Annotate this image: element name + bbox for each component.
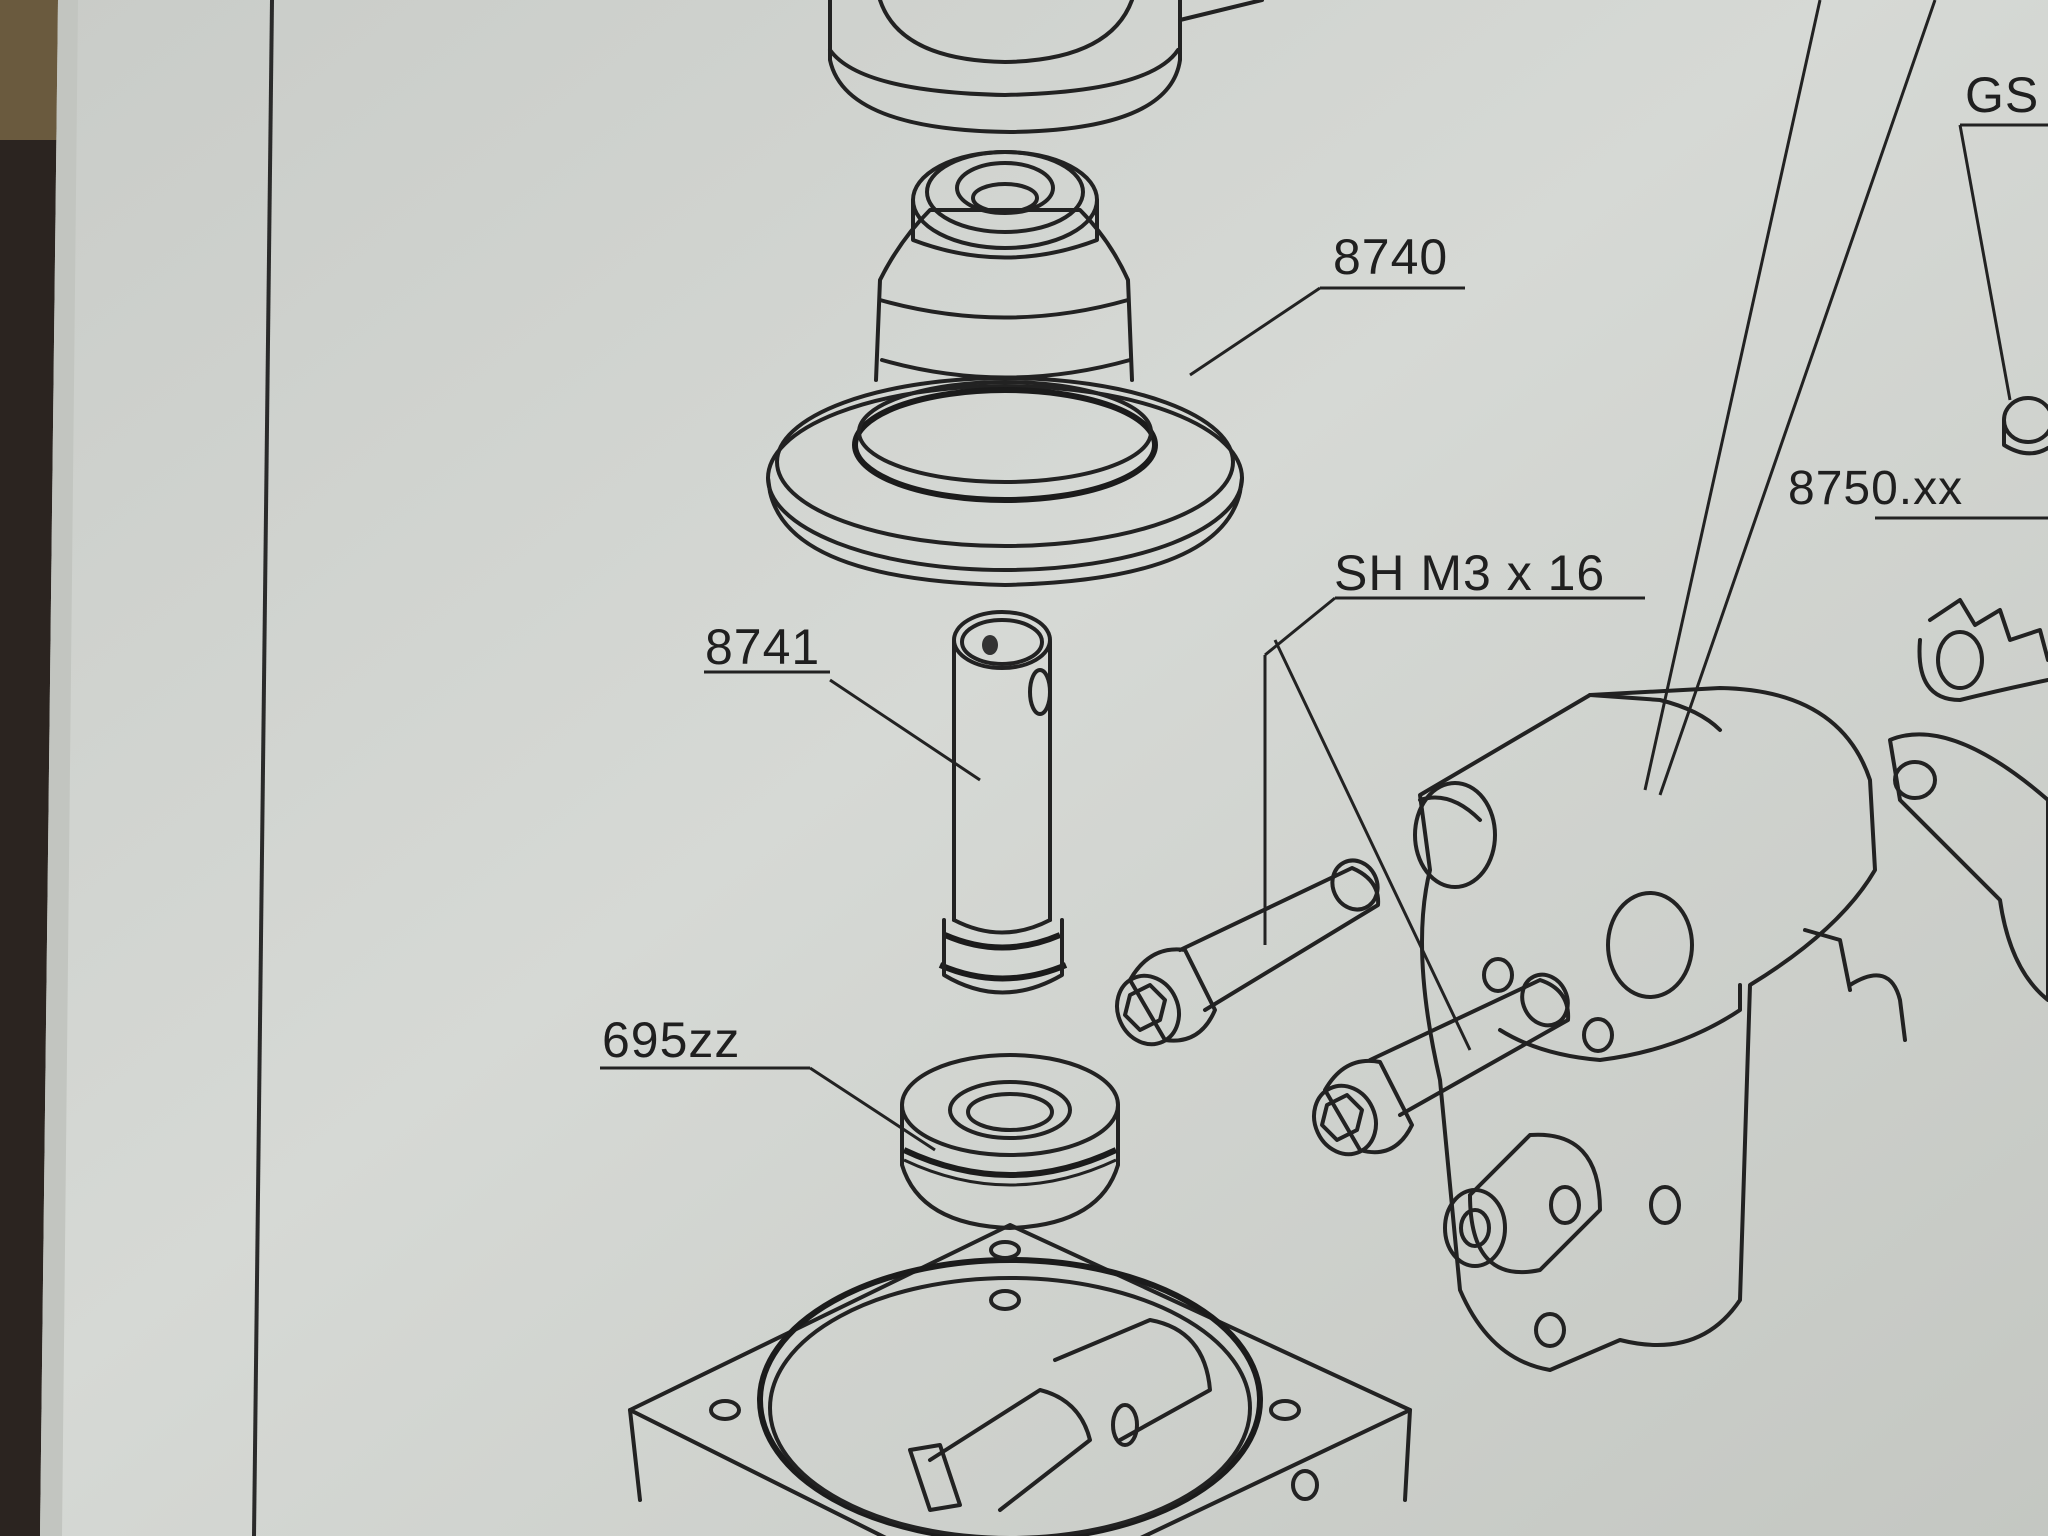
leader-screw-b [1273, 639, 1472, 1051]
leader-695zz [809, 1066, 936, 1152]
part-label-gs: GS [1965, 67, 2040, 123]
leader-gearbox-b [1658, 0, 1937, 796]
right-edge-parts-drawing [1875, 123, 2048, 1002]
paper-edge-strip [40, 0, 78, 1536]
leader-8741 [829, 678, 981, 782]
bottom-housing-drawing [628, 1223, 1412, 1536]
part-label-8740: 8740 [1333, 229, 1449, 285]
bearing-drawing [900, 1053, 1120, 1230]
part-label-695zz: 695zz [602, 1012, 741, 1068]
top-bearing-drawing [828, 0, 1264, 134]
part-label-8750xx: 8750.xx [1788, 462, 1964, 515]
leader-screw-hook [1264, 596, 1336, 657]
leader-8740 [1189, 286, 1321, 377]
leader-gearbox-a [1643, 0, 1822, 791]
cone-shield-drawing [766, 150, 1244, 587]
frame-border-line [252, 0, 274, 1536]
screws-drawing [1115, 858, 1571, 1157]
part-label-screw-spec: SH M3 x 16 [1334, 545, 1606, 601]
shaft-drawing [938, 610, 1068, 995]
gearbox-drawing [1413, 686, 1907, 1372]
part-label-8741: 8741 [705, 619, 821, 675]
paper-sheet [40, 0, 2048, 1536]
